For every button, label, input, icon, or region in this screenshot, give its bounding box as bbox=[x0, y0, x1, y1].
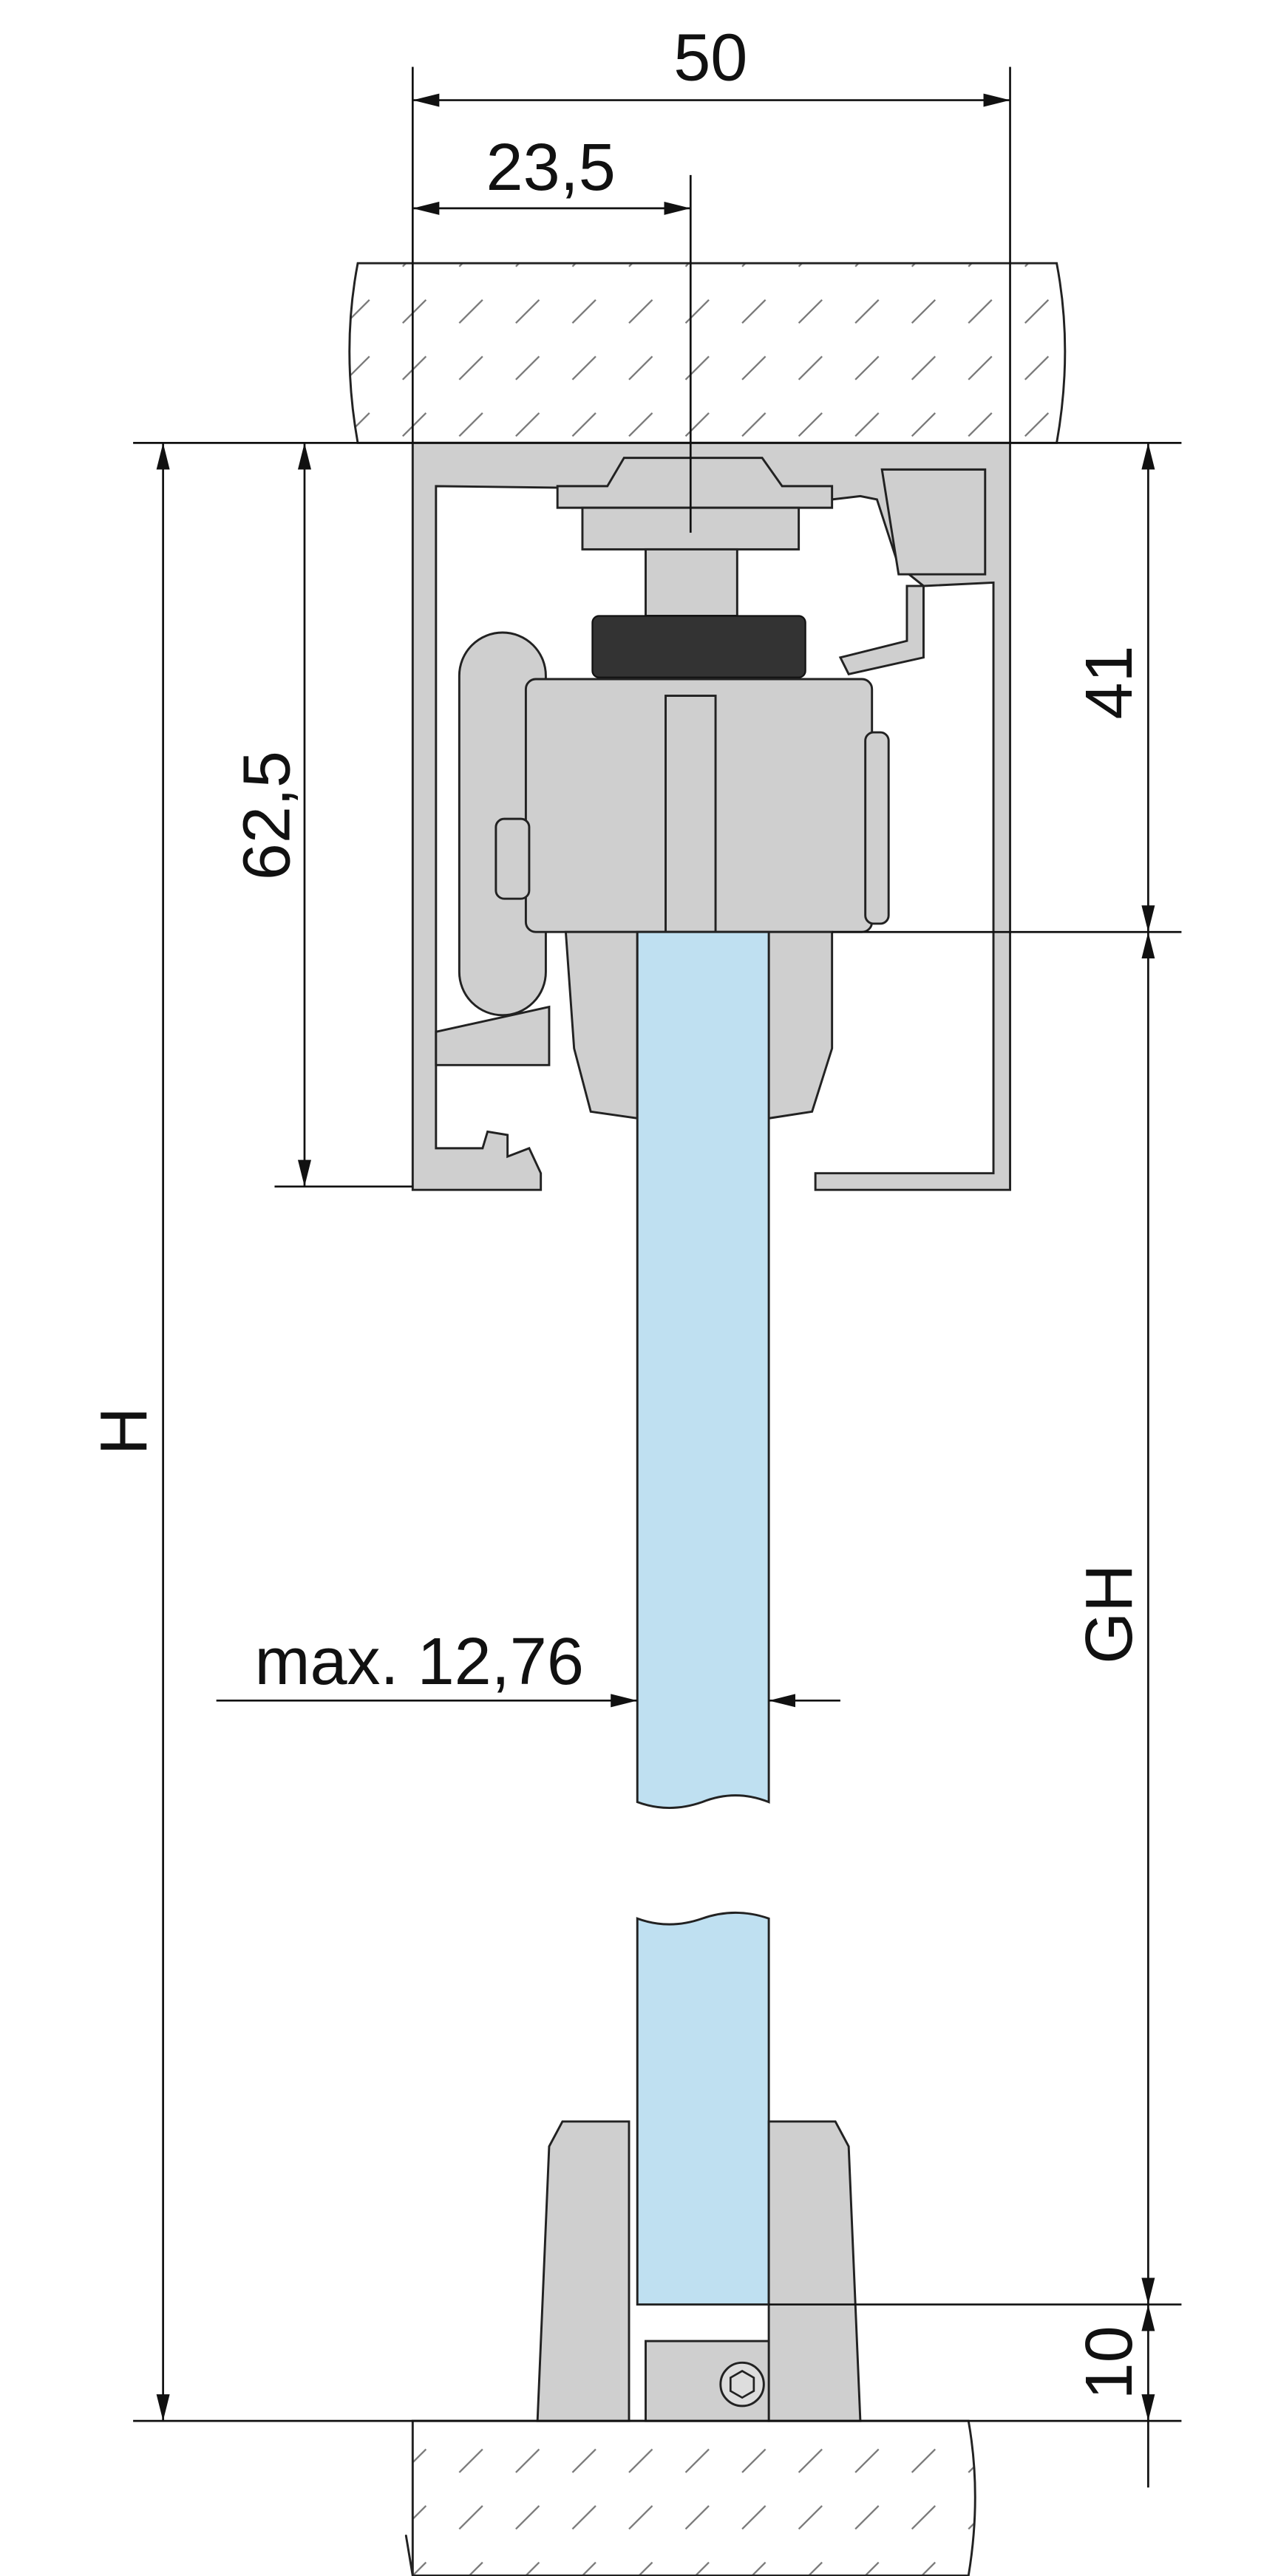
set-screw-icon bbox=[719, 2361, 765, 2408]
dim-axis-offset: 23,5 bbox=[486, 130, 616, 205]
dimension-lines bbox=[156, 93, 1155, 2488]
dim-top-to-glass: 41 bbox=[1072, 645, 1146, 719]
dim-glass-thickness: max. 12,76 bbox=[254, 1624, 584, 1699]
dim-floor-clearance: 10 bbox=[1072, 2325, 1146, 2399]
dim-overall-height: H bbox=[86, 1407, 161, 1455]
glass-panel-top bbox=[636, 930, 770, 1809]
dim-track-height: 62,5 bbox=[230, 751, 305, 880]
ceiling-section bbox=[348, 262, 1067, 444]
roller-carriage bbox=[494, 457, 890, 1120]
glass-panel-bottom bbox=[636, 1911, 770, 2306]
dim-total-width: 50 bbox=[673, 21, 747, 95]
dim-glass-height: GH bbox=[1072, 1564, 1146, 1664]
floor-guide bbox=[536, 2120, 862, 2422]
floor-section bbox=[404, 2419, 976, 2576]
